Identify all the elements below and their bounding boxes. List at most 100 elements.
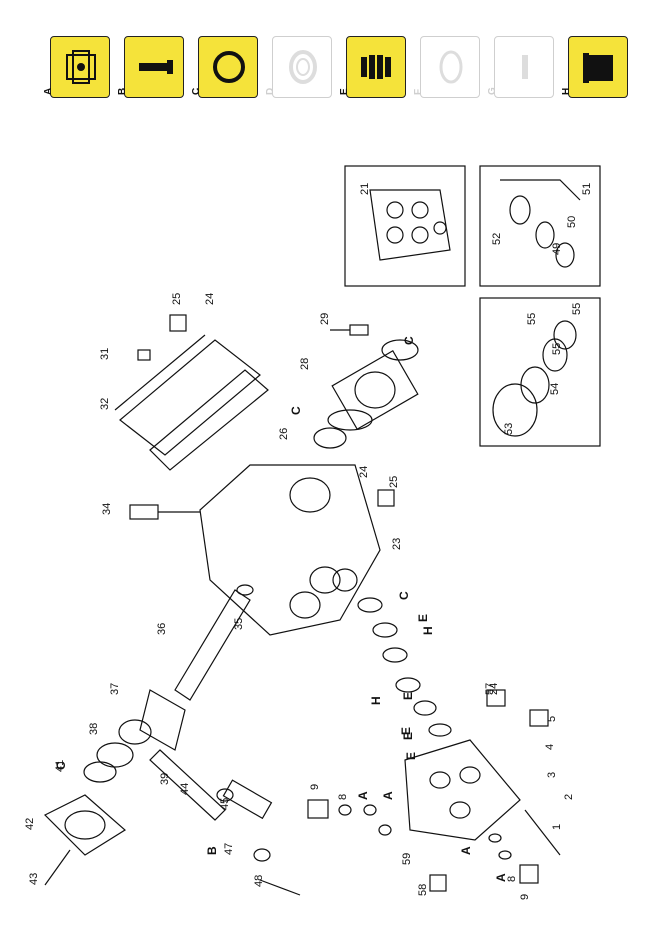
inset-box-2 (479, 165, 601, 287)
o-ring-icon (213, 51, 245, 83)
parts-kit-legend: A B C D E F (0, 36, 665, 106)
part-label: 39 (159, 773, 171, 785)
part-label: 42 (24, 818, 36, 830)
part-label: C (402, 336, 416, 345)
part-label: 31 (99, 348, 111, 360)
part-label: 8 (506, 876, 518, 882)
seal-stack (357, 597, 452, 737)
inset-head-drawing (492, 320, 577, 437)
manifold-head (404, 739, 521, 841)
kit-key-b[interactable]: B (117, 36, 184, 98)
part-label: 55 (571, 303, 583, 315)
plunger-assembly (216, 779, 301, 896)
bearing-cover-right (313, 339, 419, 449)
part-label: 9 (519, 894, 531, 900)
kit-key-c[interactable]: C (191, 36, 258, 98)
kit-key-e[interactable]: E (339, 36, 406, 98)
exploded-pump-diagram: 1234588992123242424252526282931323435363… (24, 165, 601, 900)
part-label: 49 (551, 243, 563, 255)
part-number-labels: 1234588992123242424252526282931323435363… (24, 183, 593, 900)
plunger-rod-icon (139, 60, 173, 74)
kit-letter: C (191, 87, 202, 95)
part-label: E (401, 732, 415, 740)
crankcase-body (199, 464, 381, 636)
part-label: H (421, 626, 435, 635)
part-label: 41 (54, 760, 66, 772)
part-label: 55 (551, 343, 563, 355)
kit-letter: H (561, 87, 572, 95)
kit-key-h[interactable]: H (561, 36, 628, 98)
kit-key-d[interactable]: D (265, 36, 332, 98)
pin-icon (522, 55, 528, 79)
kit-letter: B (117, 87, 128, 95)
inset-box-1 (344, 165, 466, 287)
part-label: B (205, 846, 219, 855)
part-label: 23 (391, 538, 403, 550)
part-label: 5 (546, 716, 558, 722)
crankshaft (174, 584, 254, 701)
inset-manifold-drawing (369, 189, 451, 261)
part-label: 57 (484, 683, 496, 695)
part-label: 8 (337, 794, 349, 800)
kit-letter: D (265, 87, 276, 95)
part-label: C (289, 406, 303, 415)
part-label: 25 (388, 476, 400, 488)
part-label: 3 (546, 772, 558, 778)
part-label: 53 (503, 423, 515, 435)
part-label: 50 (566, 216, 578, 228)
part-label: 4 (544, 744, 556, 750)
inset-seal-drawing (500, 179, 581, 268)
part-label: E (401, 692, 415, 700)
part-label: 52 (491, 233, 503, 245)
part-label: C (397, 591, 411, 600)
part-label: A (494, 873, 508, 882)
part-label: 45 (219, 798, 231, 810)
bearing-left (83, 719, 152, 783)
part-label: 21 (359, 183, 371, 195)
connecting-rod (139, 689, 226, 821)
part-label: C (54, 761, 68, 770)
part-label: 59 (401, 853, 413, 865)
part-label: E (404, 752, 418, 760)
part-label: A (356, 791, 370, 800)
part-label: 24 (488, 683, 500, 695)
part-label: 24 (358, 466, 370, 478)
bearing-icon (289, 50, 317, 84)
part-label: 51 (581, 183, 593, 195)
part-label: 36 (156, 623, 168, 635)
kit-letter: F (413, 88, 424, 95)
part-label: A (381, 791, 395, 800)
part-label: 9 (309, 784, 321, 790)
kit-letter: E (339, 88, 350, 95)
kit-key-f[interactable]: F (413, 36, 480, 98)
kit-key-g[interactable]: G (487, 36, 554, 98)
part-label: E (399, 727, 413, 735)
kit-key-a[interactable]: A (43, 36, 110, 98)
seal-ring-icon (439, 50, 463, 84)
part-label: 29 (319, 313, 331, 325)
kit-letter: A (43, 87, 54, 95)
valve-fittings (129, 314, 561, 892)
part-label: 55 (526, 313, 538, 325)
part-label: 37 (109, 683, 121, 695)
part-label: 35 (233, 618, 245, 630)
part-label: 47 (223, 843, 235, 855)
kit-letter: G (487, 87, 498, 95)
part-label: 48 (253, 875, 265, 887)
inset-box-3 (479, 297, 601, 447)
valve-cage-icon (66, 50, 96, 84)
part-label: 38 (88, 723, 100, 735)
part-label: H (369, 696, 383, 705)
bushing-icon (583, 53, 613, 83)
part-label: 2 (563, 794, 575, 800)
part-label: 25 (171, 293, 183, 305)
packing-icon (361, 55, 391, 79)
part-label: 1 (551, 824, 563, 830)
part-label: 34 (101, 503, 113, 515)
part-label: 28 (299, 358, 311, 370)
part-label: 43 (28, 873, 40, 885)
part-label: 58 (417, 884, 429, 896)
part-label: 32 (99, 398, 111, 410)
crankcase-cover (114, 334, 269, 471)
part-label: 24 (204, 293, 216, 305)
